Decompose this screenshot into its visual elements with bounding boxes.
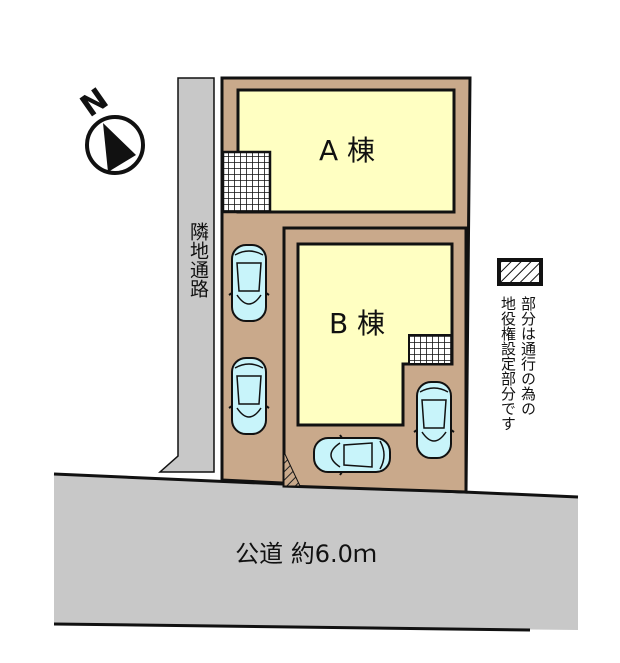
entrance-grid-b bbox=[408, 334, 453, 365]
building-a-label: A 棟 bbox=[319, 134, 375, 167]
building-a bbox=[236, 88, 456, 214]
car-icon bbox=[228, 357, 270, 435]
side-road bbox=[158, 77, 215, 473]
side-road-label: 隣地通路 bbox=[187, 222, 209, 298]
easement-hatch bbox=[283, 451, 301, 487]
car-icon bbox=[313, 434, 391, 476]
building-b bbox=[296, 242, 454, 427]
north-arrow-icon: N bbox=[74, 81, 145, 175]
legend-line-2: 地役権設定部分です bbox=[499, 296, 517, 431]
hatched-box-icon bbox=[497, 258, 543, 286]
public-road-label: 公道 約6.0ｍ bbox=[235, 540, 377, 568]
legend-line-1: 部分は通行の為の bbox=[519, 296, 537, 416]
public-road bbox=[54, 474, 578, 630]
car-icon bbox=[413, 381, 455, 459]
car-icon bbox=[228, 244, 270, 322]
entrance-grid-a bbox=[221, 150, 272, 214]
building-b-label: B 棟 bbox=[329, 307, 385, 340]
